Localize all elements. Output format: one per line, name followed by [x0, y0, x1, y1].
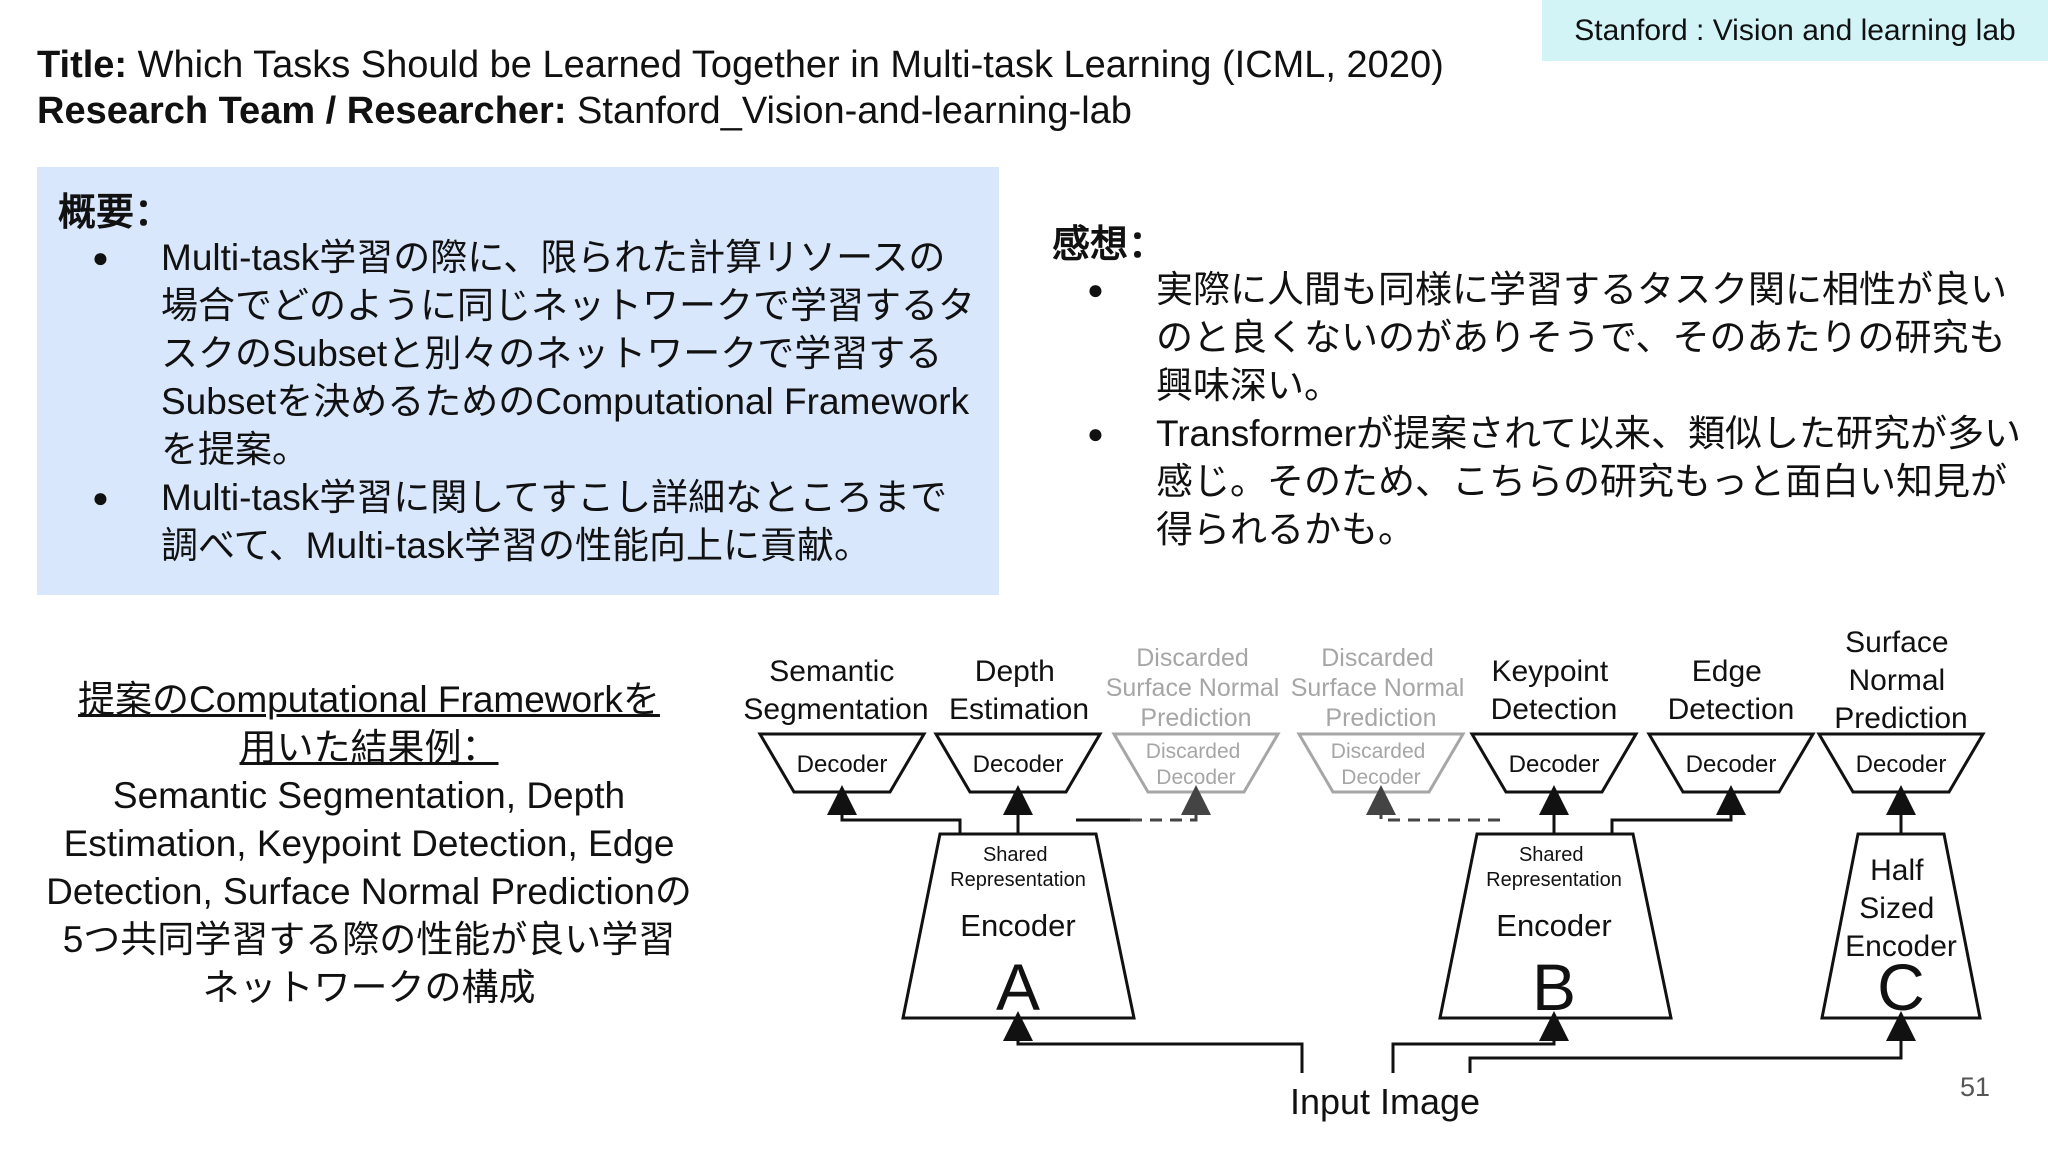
result-description: 提案のComputational Frameworkを 用いた結果例： Sema…	[14, 676, 724, 1012]
title-line: Title: Which Tasks Should be Learned Tog…	[37, 42, 1444, 88]
svg-text:Encoder: Encoder	[960, 908, 1075, 943]
team-line: Research Team / Researcher: Stanford_Vis…	[37, 88, 1444, 134]
result-heading-line: 提案のComputational Frameworkを	[78, 679, 660, 720]
discarded-decoder-2: Discarded Decoder	[1296, 732, 1466, 794]
paper-title: Which Tasks Should be Learned Together i…	[127, 44, 1444, 86]
title-label: Title:	[37, 44, 128, 86]
task-label-depth: Depth Estimation	[949, 655, 1089, 726]
svg-text:B: B	[1532, 950, 1576, 1024]
encoder-b: Shared Representation Encoder B	[1438, 832, 1673, 1024]
result-body-line: Estimation, Keypoint Detection, Edge	[63, 823, 675, 864]
input-image-label: Input Image	[1290, 1081, 1480, 1122]
task-label-semantic: Semantic Segmentation	[743, 655, 928, 726]
result-body-line: ネットワークの構成	[202, 967, 536, 1008]
svg-text:Decoder: Decoder	[1509, 751, 1600, 778]
decoder-surface: Decoder	[1816, 732, 1986, 794]
impression-item: 実際に人間も同様に学習するタスク関に相性が良いのと良くないのがありそうで、そのあ…	[1032, 266, 2032, 410]
page-number: 51	[1960, 1072, 1991, 1102]
decoder-semantic: Decoder	[757, 732, 927, 794]
result-body-line: Detection, Surface Normal Predictionの	[46, 871, 692, 912]
task-label-surface: Surface Normal Prediction	[1834, 626, 1967, 735]
task-label-discarded-2: Discarded Surface Normal Prediction	[1291, 644, 1472, 732]
svg-text:Discarded Decoder: Discarded Decoder	[1146, 740, 1246, 789]
task-label-edge: Edge Detection	[1668, 655, 1795, 726]
task-label-discarded-1: Discarded Surface Normal Prediction	[1106, 644, 1287, 732]
discarded-decoder-1: Discarded Decoder	[1111, 732, 1281, 794]
svg-text:Decoder: Decoder	[1686, 751, 1777, 778]
svg-text:Discarded Decoder: Discarded Decoder	[1331, 740, 1431, 789]
svg-text:C: C	[1877, 950, 1925, 1024]
decoder-keypoint: Decoder	[1469, 732, 1639, 794]
connectors-a	[827, 785, 1130, 834]
svg-text:A: A	[996, 950, 1040, 1024]
title-block: Title: Which Tasks Should be Learned Tog…	[37, 42, 1444, 134]
result-body-line: Semantic Segmentation, Depth	[112, 775, 626, 816]
summary-item: Multi-task学習に関してすこし詳細なところまで調べて、Multi-tas…	[37, 474, 977, 570]
decoder-edge: Decoder	[1646, 732, 1816, 794]
encoder-a: Shared Representation Encoder A	[901, 832, 1136, 1024]
input-connectors	[1003, 1011, 1916, 1073]
result-heading-line: 用いた結果例：	[239, 727, 499, 768]
discarded-connector-b	[1366, 785, 1500, 822]
svg-text:Shared Representation: Shared Representation	[1486, 844, 1622, 891]
svg-text:Decoder: Decoder	[973, 751, 1064, 778]
summary-item: Multi-task学習の際に、限られた計算リソースの場合でどのように同じネット…	[37, 234, 977, 474]
encoder-c: Half Sized Encoder C	[1820, 832, 1982, 1024]
team-name: Stanford_Vision-and-learning-lab	[566, 90, 1132, 132]
connectors-b	[1539, 785, 1746, 834]
decoder-depth: Decoder	[933, 732, 1103, 794]
svg-text:Decoder: Decoder	[797, 751, 888, 778]
impression-item: Transformerが提案されて以来、類似した研究が多い感じ。そのため、こちら…	[1032, 410, 2032, 554]
impressions-list: 実際に人間も同様に学習するタスク関に相性が良いのと良くないのがありそうで、そのあ…	[1032, 266, 2032, 554]
svg-text:Shared Representation: Shared Representation	[950, 844, 1086, 891]
impressions-heading: 感想：	[1052, 224, 1167, 266]
discarded-connector-a	[1130, 785, 1211, 822]
svg-text:Half Sized Encoder: Half Sized Encoder	[1845, 854, 1957, 963]
summary-heading: 概要：	[58, 192, 173, 234]
team-label: Research Team / Researcher:	[37, 90, 567, 132]
svg-text:Decoder: Decoder	[1856, 751, 1947, 778]
task-label-keypoint: Keypoint Detection	[1491, 655, 1618, 726]
result-body-line: 5つ共同学習する際の性能が良い学習	[62, 919, 676, 960]
summary-list: Multi-task学習の際に、限られた計算リソースの場合でどのように同じネット…	[37, 234, 977, 570]
lab-tag: Stanford : Vision and learning lab	[1542, 0, 2048, 61]
svg-text:Encoder: Encoder	[1496, 908, 1611, 943]
